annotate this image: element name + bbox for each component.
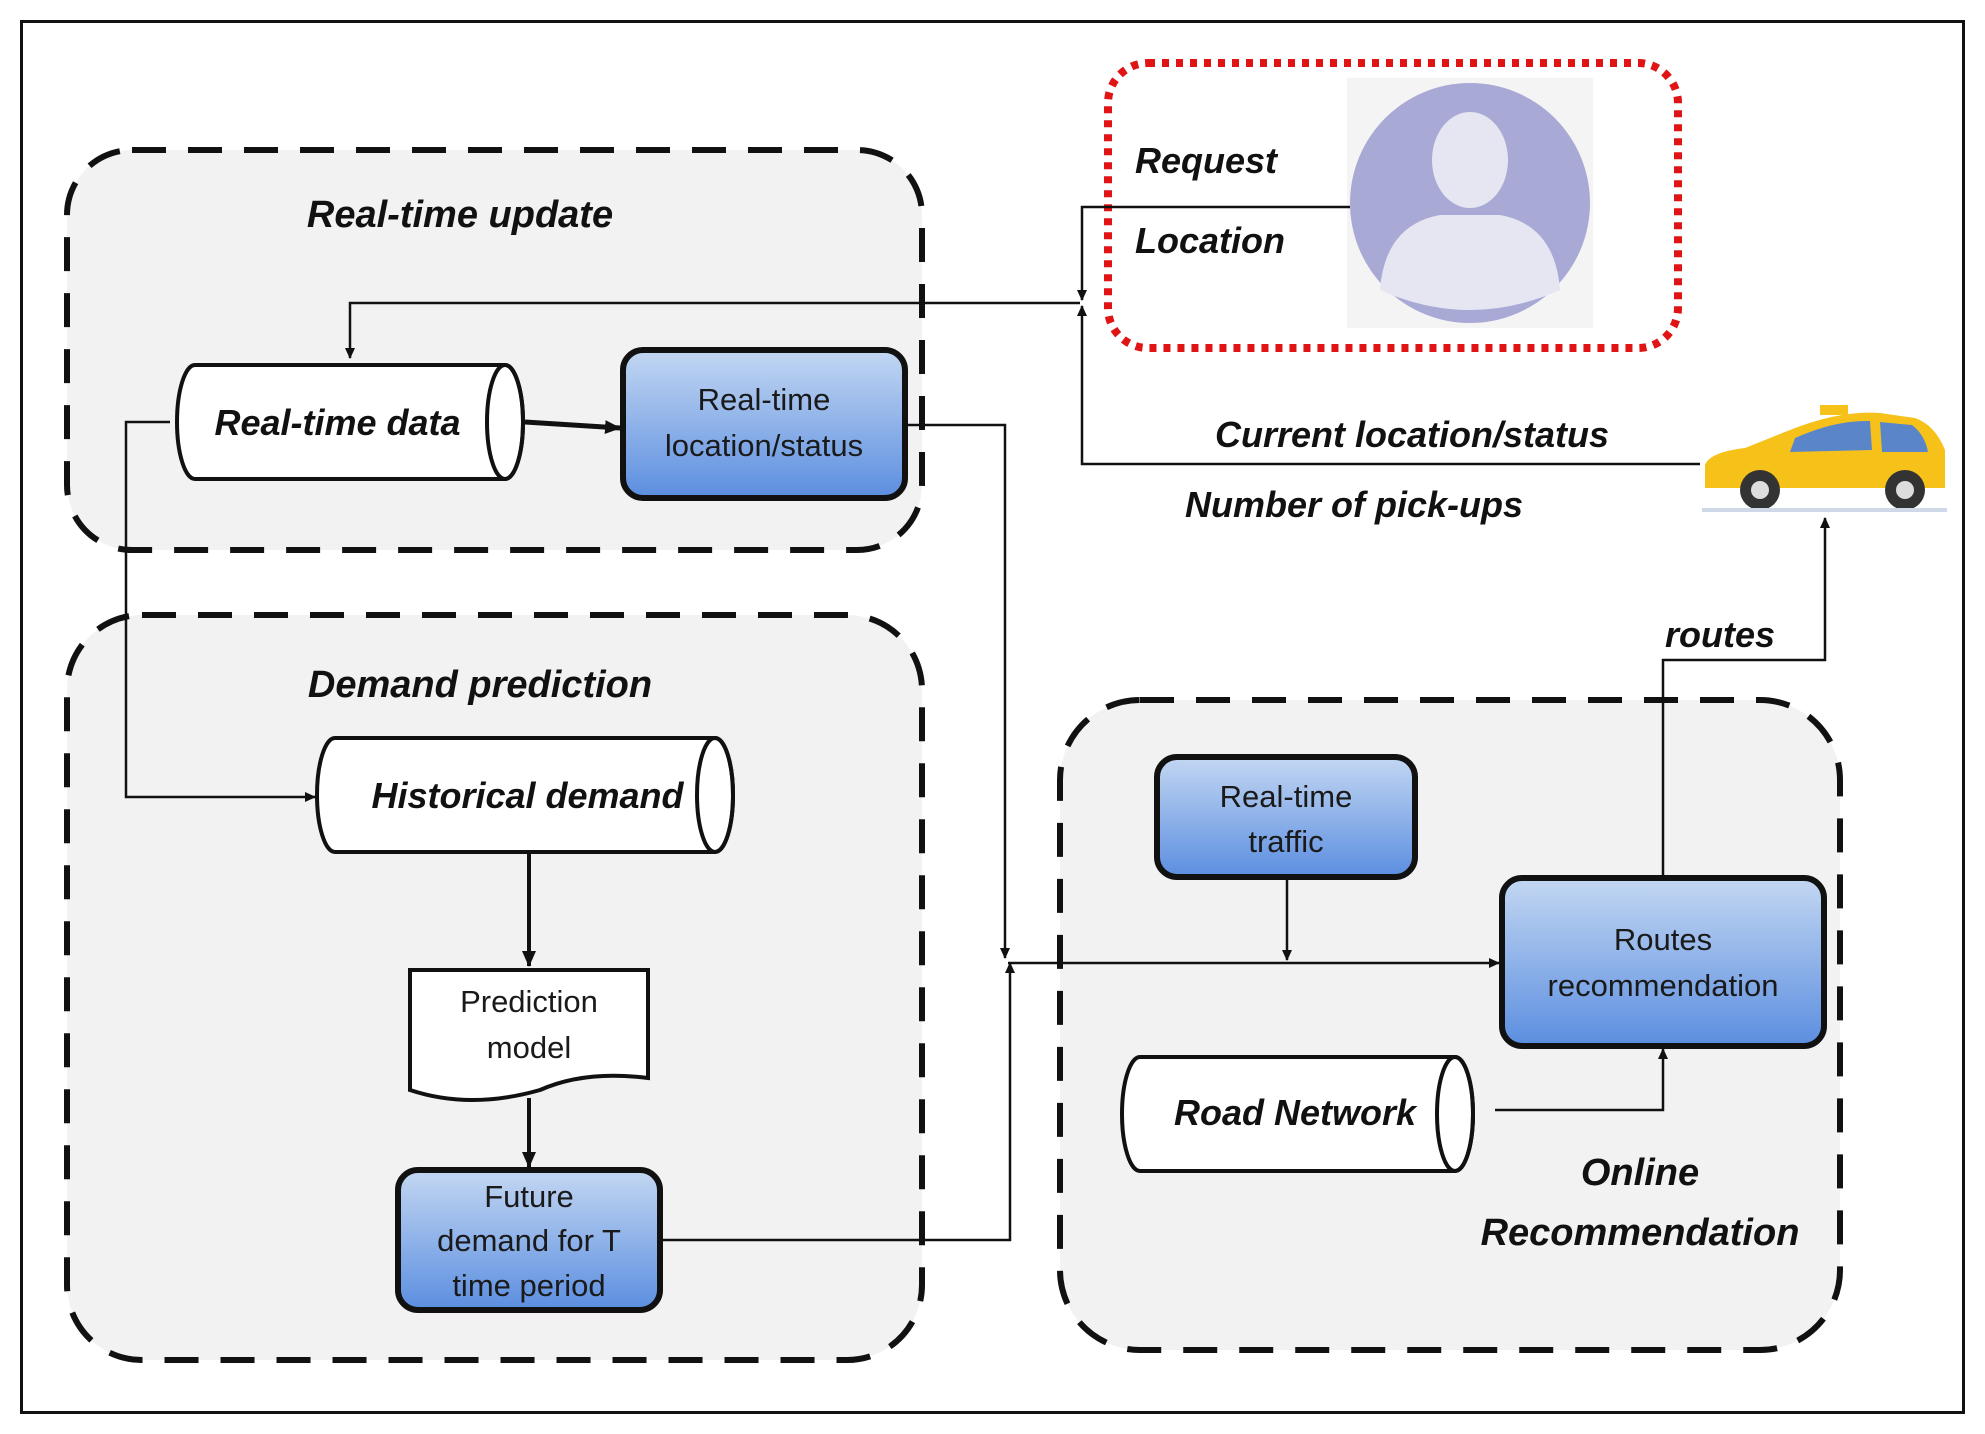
routes-recommendation-line1: Routes (1613, 922, 1713, 958)
passenger-request-label: Request (1135, 139, 1278, 181)
pickups-label: Number of pick-ups (1185, 483, 1524, 525)
edge-taxi-to-junction (1077, 305, 1700, 466)
taxi-icon (1702, 405, 1947, 512)
section-title-online-line2: Recommendation (1480, 1211, 1800, 1254)
user-avatar-icon (1347, 78, 1593, 328)
passenger-location-label: Location (1135, 219, 1285, 261)
realtime-location-line1: Real-time (697, 382, 831, 418)
realtime-location-line2: location/status (664, 428, 864, 464)
section-title-realtime-update: Real-time update (306, 193, 614, 236)
routes-recommendation-line2: recommendation (1547, 968, 1779, 1004)
realtime-traffic-line2: traffic (1248, 824, 1324, 860)
edge-data-to-location (524, 419, 621, 435)
prediction-model-document (408, 968, 650, 1102)
current-location-label: Current location/status (1215, 413, 1610, 455)
edge-future-to-recommend (660, 962, 1015, 1242)
future-demand-line2: demand for T (437, 1222, 621, 1258)
prediction-model-line2: model (486, 1030, 572, 1066)
edge-routes-to-taxi (1661, 517, 1830, 878)
edge-road-to-routes (1495, 1048, 1668, 1112)
section-title-online-line1: Online (1580, 1151, 1700, 1194)
realtime-data-cylinder (175, 363, 525, 481)
routes-edge-label: routes (1665, 613, 1776, 655)
edge-avatar-to-junction (1077, 205, 1350, 301)
edge-data-to-historical (124, 420, 316, 802)
section-title-demand-prediction: Demand prediction (307, 663, 653, 706)
edge-location-to-recommend (905, 423, 1010, 959)
future-demand-line3: time period (452, 1267, 606, 1303)
future-demand-line1: Future (484, 1178, 574, 1214)
realtime-data-label: Real-time data (214, 401, 461, 443)
historical-demand-cylinder (315, 736, 735, 854)
historical-demand-label: Historical demand (371, 774, 684, 816)
edge-passenger-to-data (345, 301, 1080, 359)
realtime-traffic-line1: Real-time (1219, 779, 1353, 815)
prediction-model-line1: Prediction (460, 984, 598, 1020)
road-network-cylinder (1120, 1055, 1475, 1173)
road-network-label: Road Network (1173, 1091, 1417, 1133)
